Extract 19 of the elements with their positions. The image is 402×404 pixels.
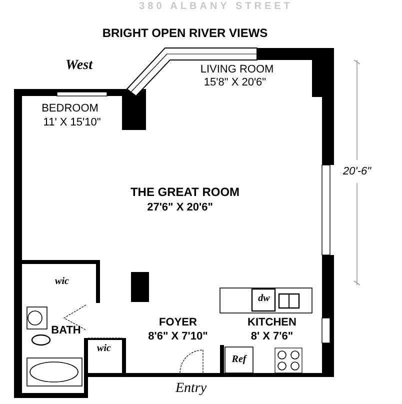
entry-label: Entry (175, 382, 207, 396)
room-name: LIVING ROOM (200, 64, 274, 76)
direction-label: West (66, 59, 92, 73)
room-dimensions: 8' X 7'6" (250, 332, 294, 342)
room-dimensions: 27'6" X 20'6" (147, 202, 213, 214)
closet-label: wic (97, 344, 111, 354)
room-name: BEDROOM (42, 104, 98, 114)
dimension-label: 20'-6" (342, 166, 372, 178)
appliance-label: Ref (232, 355, 246, 365)
appliance-label: dw (258, 294, 270, 304)
closet-label: wic (55, 277, 69, 287)
room-dimensions: 8'6" X 7'10" (148, 332, 208, 342)
room-dimensions: 15'8" X 20'6" (204, 78, 266, 88)
room-name: FOYER (159, 318, 197, 328)
room-name: BATH (51, 326, 81, 336)
plan-title: BRIGHT OPEN RIVER VIEWS (102, 27, 268, 39)
room-dimensions: 11' X 15'10" (43, 118, 101, 128)
room-name: KITCHEN (248, 318, 296, 328)
room-name: THE GREAT ROOM (130, 186, 240, 198)
